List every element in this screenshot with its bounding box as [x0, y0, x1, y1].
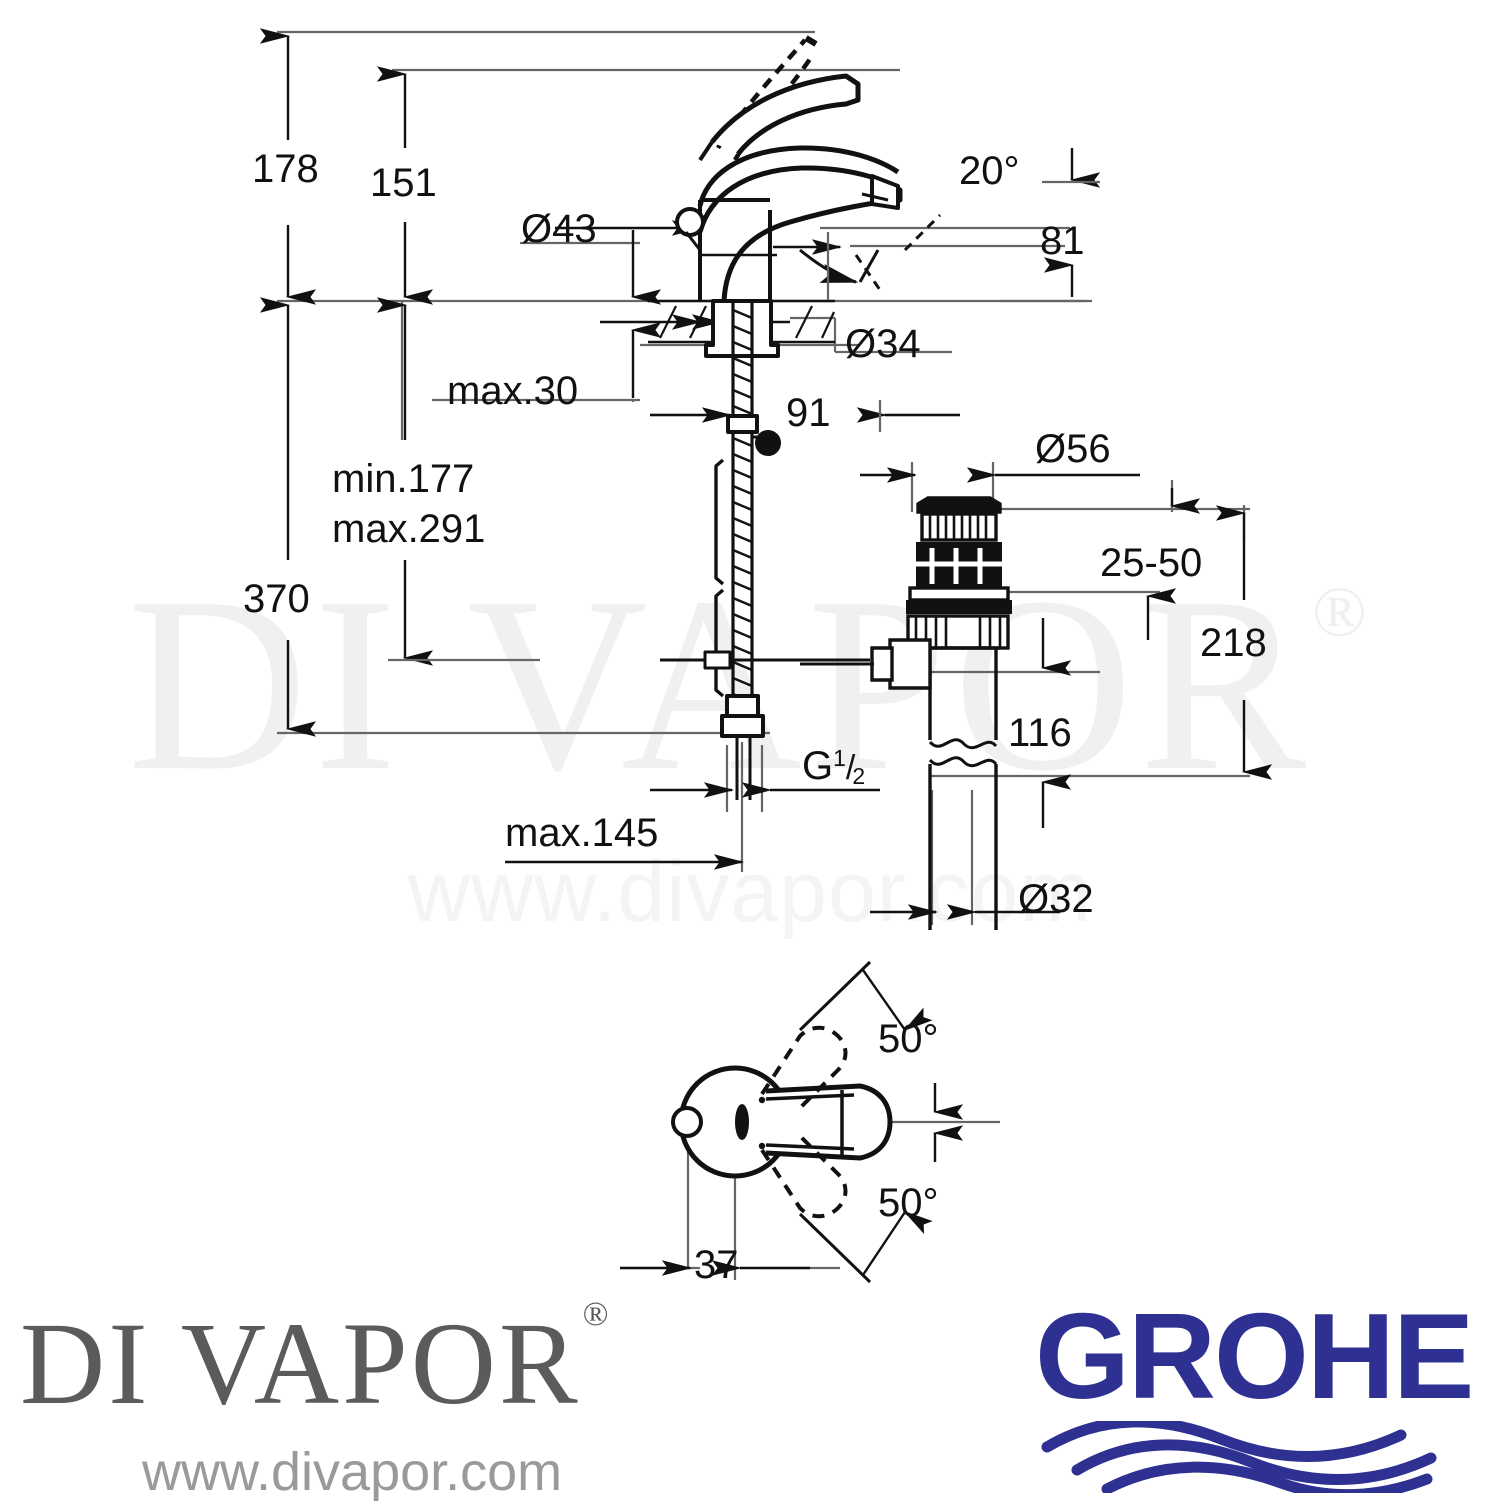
divapor-logo-text: DI VAPOR — [20, 1298, 581, 1429]
dim-218: 218 — [1200, 621, 1267, 665]
dim-81: 81 — [1040, 219, 1085, 263]
grohe-wave-icon — [1041, 1421, 1437, 1493]
dim-25-50: 25-50 — [1100, 541, 1203, 585]
dim-116: 116 — [1008, 711, 1072, 755]
divapor-logo-url: www.divapor.com — [142, 1442, 563, 1502]
dim-dia56: Ø56 — [1035, 427, 1111, 471]
dim-angle-20: 20° — [959, 149, 1020, 193]
dim-max145: max.145 — [505, 811, 659, 855]
dim-angle-50-down: 50° — [878, 1181, 939, 1225]
dim-thread-g-letter: G — [802, 744, 834, 788]
dim-thread-fraction: 1/2 — [833, 745, 868, 789]
grohe-logo-wordmark: GROHE — [1035, 1288, 1474, 1424]
dim-178: 178 — [252, 147, 319, 191]
dim-thread-slash: / — [845, 749, 856, 787]
divapor-registered-mark: ® — [582, 1295, 612, 1333]
dim-37: 37 — [694, 1243, 739, 1287]
dim-min177: min.177 — [332, 457, 475, 501]
dim-thread-denominator: 2 — [852, 763, 866, 789]
dim-dia43: Ø43 — [521, 207, 597, 251]
dim-370: 370 — [243, 577, 310, 621]
dim-thread-numerator: 1 — [833, 745, 846, 771]
grohe-logo: GROHE — [1035, 1288, 1495, 1493]
dim-thread-g-half: G1/2 — [802, 744, 868, 789]
dim-max30: max.30 — [447, 369, 579, 413]
divapor-logo: DI VAPOR® www.divapor.com — [20, 1297, 780, 1502]
dim-151: 151 — [370, 161, 437, 205]
dim-91: 91 — [786, 391, 831, 435]
dim-max291: max.291 — [332, 507, 486, 551]
divapor-logo-wordmark: DI VAPOR® — [20, 1297, 780, 1423]
dim-angle-50-up: 50° — [878, 1017, 939, 1061]
dim-dia34: Ø34 — [845, 322, 921, 366]
dim-dia32: Ø32 — [1018, 877, 1094, 921]
